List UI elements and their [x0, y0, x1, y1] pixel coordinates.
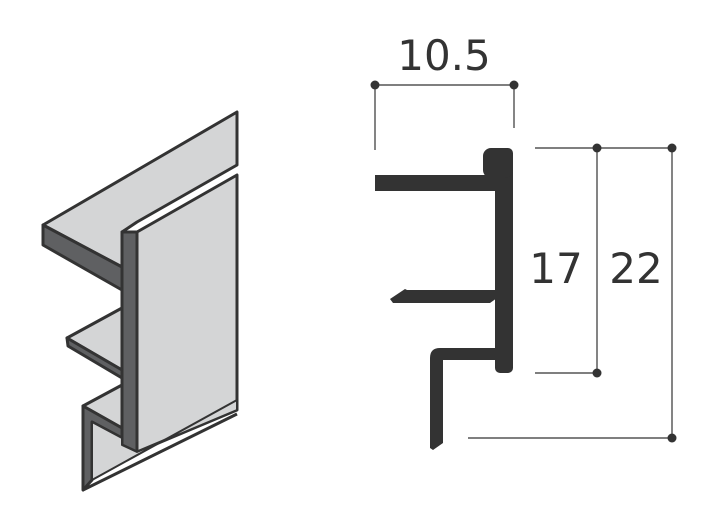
bottom-edge — [82, 412, 238, 492]
outer-height-dimension-label: 22 — [609, 244, 662, 293]
dimension-dots — [370, 80, 677, 443]
middle-fin-front-face — [65, 336, 124, 380]
inner-height-dimension-label: 17 — [529, 244, 582, 293]
profile-bottom-hook — [430, 348, 497, 450]
dimension-lines — [374, 84, 673, 439]
profile-top-cap — [483, 148, 513, 178]
web-front-face — [120, 230, 139, 454]
profile-middle-flange — [390, 289, 497, 303]
cross-section — [375, 148, 513, 450]
hook-inner-face — [91, 399, 238, 481]
profile-top-flange — [375, 175, 500, 191]
width-dimension-label: 10.5 — [397, 31, 491, 80]
isometric-view — [41, 110, 239, 492]
profile-web — [495, 148, 513, 373]
